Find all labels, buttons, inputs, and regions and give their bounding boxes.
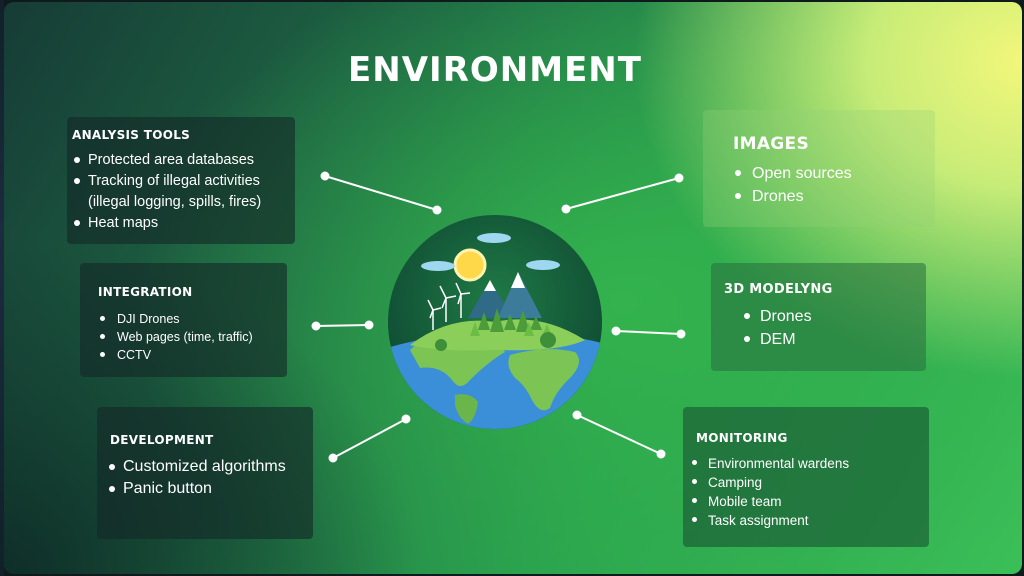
card-monitoring: MONITORING Environmental wardens Camping… <box>683 407 929 547</box>
list-item: Mobile team <box>692 492 929 511</box>
list-item: Panic button <box>109 478 313 500</box>
card-heading: DEVELOPMENT <box>110 433 214 447</box>
list-item-continuation: (illegal logging, spills, fires) <box>88 194 262 210</box>
list-item: DJI Drones <box>98 310 287 328</box>
card-integration: INTEGRATION DJI Drones Web pages (time, … <box>80 263 287 377</box>
card-development: DEVELOPMENT Customized algorithms Panic … <box>97 407 313 539</box>
card-list: DJI Drones Web pages (time, traffic) CCT… <box>98 310 287 364</box>
window-edge <box>0 0 4 576</box>
card-analysis-tools: ANALYSIS TOOLS Protected area databases … <box>67 117 295 244</box>
page-title: ENVIRONMENT <box>348 50 642 90</box>
connector-development <box>328 414 411 463</box>
list-item: Drones <box>733 185 935 208</box>
card-list: Drones DEM <box>724 305 926 351</box>
list-item: Web pages (time, traffic) <box>98 328 287 346</box>
card-heading: 3D MODELYNG <box>724 282 833 297</box>
list-item: Tracking of illegal activities <box>72 171 295 192</box>
list-item: Protected area databases <box>72 150 295 171</box>
list-item: Heat maps <box>72 213 295 234</box>
list-item: DEM <box>724 328 926 351</box>
card-list: Open sources Drones <box>733 162 935 208</box>
card-images: IMAGES Open sources Drones <box>703 110 935 227</box>
list-item: Camping <box>692 473 929 492</box>
earth-nature-icon <box>388 215 602 429</box>
list-item: Task assignment <box>692 511 929 530</box>
list-item: Drones <box>724 305 926 328</box>
connector-integration <box>311 320 374 331</box>
list-item: Open sources <box>733 162 935 185</box>
connector-images <box>561 173 684 214</box>
connector-monitoring <box>572 410 666 459</box>
list-item: Environmental wardens <box>692 454 929 473</box>
card-heading: INTEGRATION <box>98 285 193 299</box>
list-item: CCTV <box>98 346 287 364</box>
card-heading: MONITORING <box>696 431 788 445</box>
connector-modeling <box>611 326 686 339</box>
list-item: Customized algorithms <box>109 456 313 478</box>
connector-analysis <box>320 171 442 215</box>
card-3d-modeling: 3D MODELYNG Drones DEM <box>711 263 926 371</box>
card-heading: ANALYSIS TOOLS <box>72 128 191 142</box>
card-list: Environmental wardens Camping Mobile tea… <box>692 454 929 530</box>
card-heading: IMAGES <box>733 134 810 154</box>
card-list: Customized algorithms Panic button <box>109 456 313 500</box>
card-list: Protected area databases Tracking of ill… <box>72 150 295 234</box>
